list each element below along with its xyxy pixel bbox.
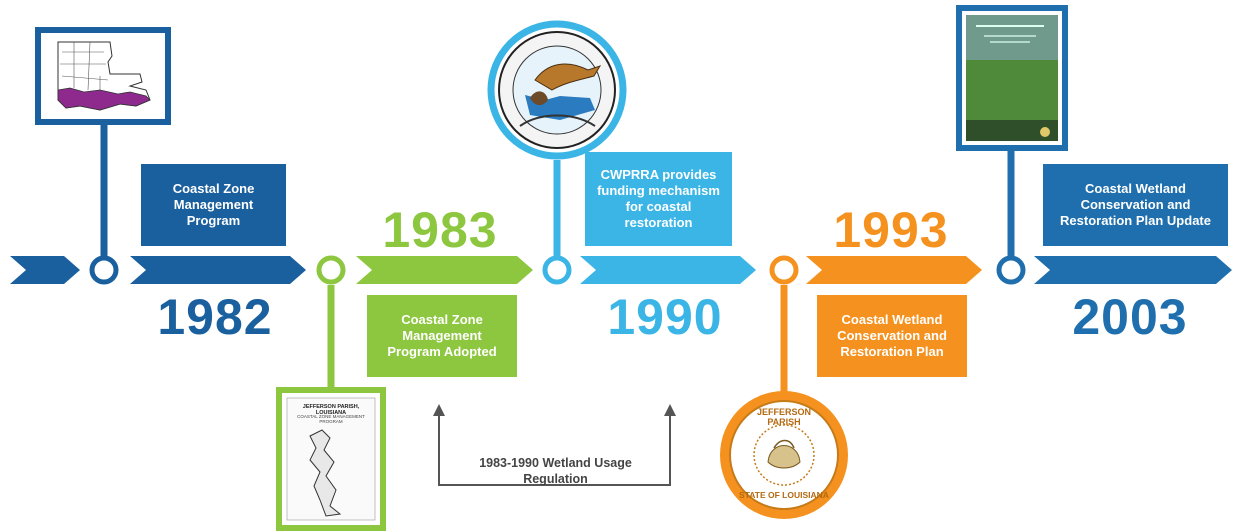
bracket-arrow-left-icon xyxy=(433,404,445,416)
year-1983: 1983 xyxy=(382,202,498,258)
wetland-plan-cover-image xyxy=(956,5,1068,151)
bracket-arrow-right-icon xyxy=(664,404,676,416)
node-circle-1983 xyxy=(316,255,346,285)
timeline-arrow-1982 xyxy=(130,256,306,284)
seal-1993-bottom-text: STATE OF LOUISIANA xyxy=(739,490,829,500)
node-circle-1990 xyxy=(542,255,572,285)
timeline-arrow-1990 xyxy=(580,256,756,284)
program-document-image xyxy=(276,387,386,531)
regulation-bracket xyxy=(438,414,671,486)
timeline-arrow-1993 xyxy=(806,256,982,284)
louisiana-map-image xyxy=(35,27,171,125)
year-1982: 1982 xyxy=(157,289,273,345)
node-circle-2003 xyxy=(996,255,1026,285)
node-circle-1993 xyxy=(769,255,799,285)
cwpprra-seal-image xyxy=(487,20,627,160)
seal-1993-top-text: JEFFERSON PARISH xyxy=(756,407,811,427)
regulation-note: 1983-1990 Wetland Usage Regulation xyxy=(479,456,632,486)
timeline-arrow-2003 xyxy=(1034,256,1232,284)
milestone-2003-box: Coastal Wetland Conservation and Restora… xyxy=(1043,164,1228,246)
year-1993: 1993 xyxy=(833,202,949,258)
timeline-arrow-start xyxy=(10,256,80,284)
year-2003: 2003 xyxy=(1072,289,1188,345)
milestone-1990-box: CWPRRA provides funding mechanism for co… xyxy=(585,152,732,246)
jefferson-parish-seal-image xyxy=(720,391,848,519)
node-circle-1982 xyxy=(89,255,119,285)
document-subtitle: COASTAL ZONE MANAGEMENT PROGRAM xyxy=(297,414,365,424)
milestone-1983-box: Coastal Zone Management Program Adopted xyxy=(367,295,517,377)
document-title: JEFFERSON PARISH, LOUISIANA xyxy=(302,404,360,416)
milestone-1982-box: Coastal Zone Management Program xyxy=(141,164,286,246)
year-1990: 1990 xyxy=(607,289,723,345)
timeline-arrow-1983 xyxy=(356,256,533,284)
milestone-1993-box: Coastal Wetland Conservation and Restora… xyxy=(817,295,967,377)
